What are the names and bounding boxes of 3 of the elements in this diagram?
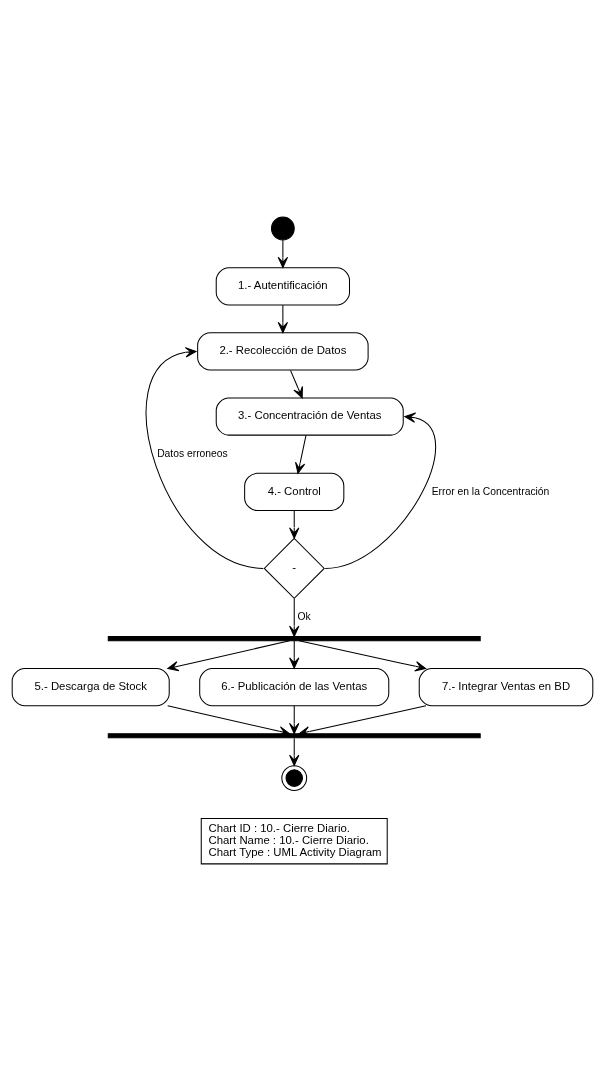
- edge-label: Ok: [297, 610, 311, 622]
- edge-label: Error en la Concentración: [431, 485, 550, 497]
- edge-label: Datos erroneos: [157, 447, 228, 459]
